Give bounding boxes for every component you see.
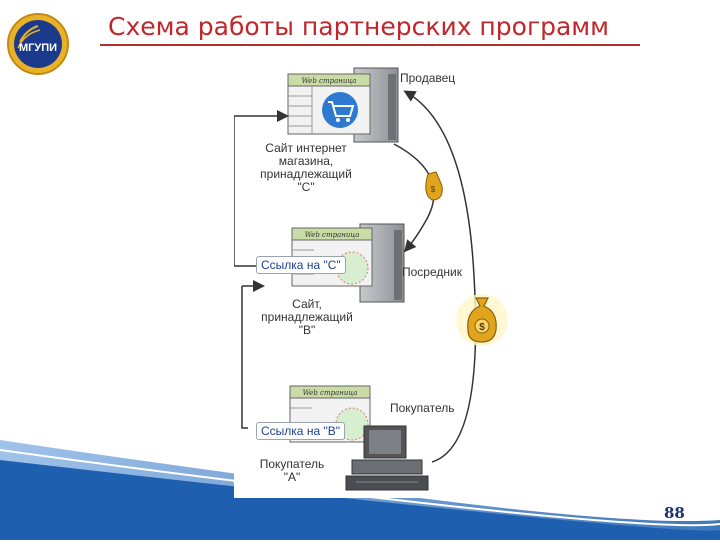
page-number: 88 <box>664 504 685 522</box>
link-arrow <box>241 286 248 429</box>
web-page-label: Web страница <box>305 231 360 239</box>
money-flow-arrow <box>403 90 477 463</box>
seller-web-page: Web страница <box>287 73 371 135</box>
svg-text:$: $ <box>431 185 436 194</box>
seller-caption: Сайт интернет магазина, принадлежащий "С… <box>260 141 352 194</box>
buyer-caption: Покупатель "А" <box>259 457 325 484</box>
payment-arrow <box>393 143 435 253</box>
intermediary-label: Посредник <box>402 265 462 279</box>
slide-title: Схема работы партнерских программ <box>108 12 609 41</box>
dollar-money-bag-icon: $ <box>454 290 510 348</box>
link-arrow <box>234 116 256 267</box>
dollar-money-bag-icon: $ <box>425 171 443 201</box>
link-to-b[interactable]: Ссылка на "В" <box>256 422 345 440</box>
intermediary-caption: Сайт, принадлежащий "В" <box>261 297 353 337</box>
shopping-cart-icon <box>322 92 358 128</box>
web-page-label: Web страница <box>303 389 358 397</box>
buyer-label: Покупатель <box>390 401 455 415</box>
title-divider <box>100 44 640 46</box>
logo-text: МГУПИ <box>19 42 57 54</box>
link-to-c[interactable]: Ссылка на "С" <box>256 256 346 274</box>
web-page-label: Web страница <box>302 77 357 85</box>
footer-wave <box>0 420 720 540</box>
buyer-computer-icon <box>345 425 429 491</box>
partner-program-diagram: Web страница Web страница <box>234 66 508 498</box>
university-logo: МГУПИ <box>6 12 70 76</box>
svg-text:$: $ <box>479 322 485 333</box>
seller-label: Продавец <box>400 71 456 85</box>
